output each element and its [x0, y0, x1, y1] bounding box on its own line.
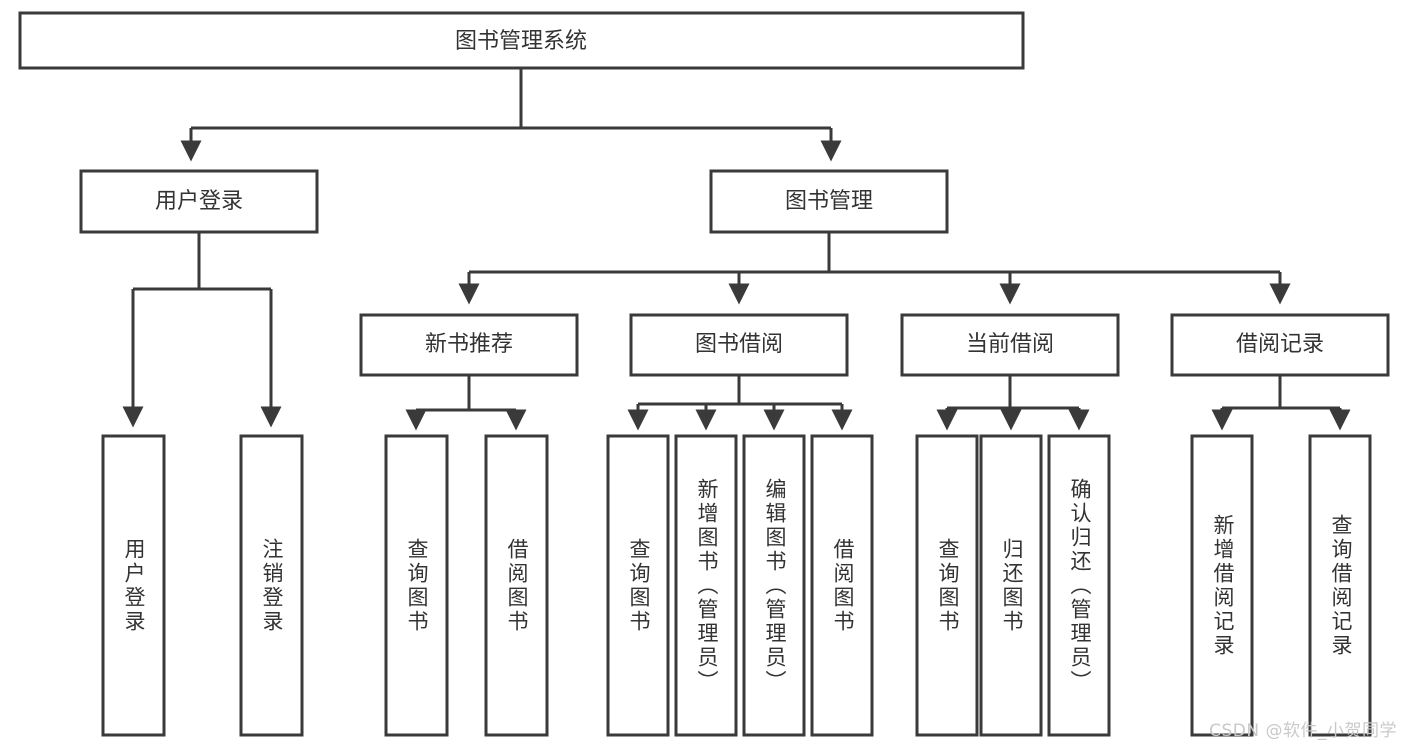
leaf-current-borrow-3-label: 确认归还（管理员）: [1068, 478, 1092, 694]
leaf-book-borrow-4-label: 借阅图书: [831, 538, 855, 634]
leaf-current-borrow-2[interactable]: 归还图书: [979, 434, 1043, 737]
connectors-current-borrow-to-leaves: [936, 375, 1090, 431]
node-book-manage-label: 图书管理: [785, 189, 873, 214]
leaf-current-borrow-1[interactable]: 查询图书: [915, 434, 979, 737]
leaf-book-borrow-3-label: 编辑图书（管理员）: [763, 478, 787, 694]
node-root-system[interactable]: 图书管理系统: [18, 11, 1025, 70]
leaf-book-borrow-1-box: [606, 434, 670, 737]
node-new-book-recommend-box: [359, 313, 579, 377]
node-current-borrow[interactable]: 当前借阅: [900, 313, 1120, 377]
leaf-user-login-2[interactable]: 注销登录: [239, 434, 304, 737]
leaf-book-borrow-3-box: [742, 434, 806, 737]
leaf-current-borrow-2-box: [979, 434, 1043, 737]
leaf-user-login-2-box: [239, 434, 304, 737]
connectors-new-book-recommend-to-leaves: [405, 375, 527, 431]
leaf-borrow-record-2-box: [1308, 434, 1372, 737]
leaf-borrow-record-1[interactable]: 新增借阅记录: [1190, 434, 1254, 737]
leaf-new-book-recommend-2-box: [484, 434, 549, 737]
leaf-new-book-recommend-2-label: 借阅图书: [505, 538, 529, 634]
node-book-borrow[interactable]: 图书借阅: [629, 313, 849, 377]
leaf-book-borrow-4-box: [810, 434, 874, 737]
node-new-book-recommend-label: 新书推荐: [425, 332, 513, 357]
node-current-borrow-label: 当前借阅: [966, 332, 1054, 357]
node-user-login-label: 用户登录: [155, 189, 243, 214]
node-book-manage-box: [709, 169, 949, 234]
node-book-borrow-label: 图书借阅: [695, 332, 783, 357]
node-book-borrow-box: [629, 313, 849, 377]
leaf-current-borrow-3[interactable]: 确认归还（管理员）: [1047, 434, 1111, 737]
leaf-borrow-record-1-label: 新增借阅记录: [1211, 514, 1235, 658]
leaf-user-login-1-box: [101, 434, 166, 737]
node-borrow-record-box: [1170, 313, 1390, 377]
leaf-book-borrow-3[interactable]: 编辑图书（管理员）: [742, 434, 806, 737]
node-new-book-recommend[interactable]: 新书推荐: [359, 313, 579, 377]
leaf-new-book-recommend-1-label: 查询图书: [405, 538, 429, 634]
node-borrow-record[interactable]: 借阅记录: [1170, 313, 1390, 377]
node-borrow-record-label: 借阅记录: [1236, 332, 1324, 357]
leaf-current-borrow-1-label: 查询图书: [936, 538, 960, 634]
leaf-book-borrow-2-label: 新增图书（管理员）: [695, 478, 719, 694]
connectors-root-to-level2: [180, 69, 842, 162]
node-user-login[interactable]: 用户登录: [79, 169, 319, 234]
leaf-user-login-1-label: 用户登录: [122, 538, 146, 634]
connectors-book-borrow-to-leaves: [627, 375, 853, 431]
leaf-book-borrow-1[interactable]: 查询图书: [606, 434, 670, 737]
leaf-book-borrow-2-box: [674, 434, 738, 737]
leaf-book-borrow-1-label: 查询图书: [627, 538, 651, 634]
connectors-borrow-record-to-leaves: [1211, 375, 1351, 431]
node-root-box: [18, 11, 1025, 70]
leaf-current-borrow-1-box: [915, 434, 979, 737]
leaf-current-borrow-3-box: [1047, 434, 1111, 737]
leaf-user-login-1[interactable]: 用户登录: [101, 434, 166, 737]
leaf-current-borrow-2-label: 归还图书: [1000, 538, 1024, 634]
leaf-book-borrow-2[interactable]: 新增图书（管理员）: [674, 434, 738, 737]
leaf-borrow-record-1-box: [1190, 434, 1254, 737]
node-book-manage[interactable]: 图书管理: [709, 169, 949, 234]
leaf-new-book-recommend-1[interactable]: 查询图书: [384, 434, 449, 737]
leaf-borrow-record-2[interactable]: 查询借阅记录: [1308, 434, 1372, 737]
leaf-new-book-recommend-2[interactable]: 借阅图书: [484, 434, 549, 737]
connectors-book-manage-to-level3: [458, 232, 1291, 305]
leaf-user-login-2-label: 注销登录: [260, 538, 284, 634]
node-current-borrow-box: [900, 313, 1120, 377]
leaf-borrow-record-2-label: 查询借阅记录: [1329, 514, 1353, 658]
leaf-book-borrow-4[interactable]: 借阅图书: [810, 434, 874, 737]
leaf-new-book-recommend-1-box: [384, 434, 449, 737]
connectors-user-login-to-leaves: [122, 232, 282, 428]
node-root-label: 图书管理系统: [455, 29, 587, 54]
